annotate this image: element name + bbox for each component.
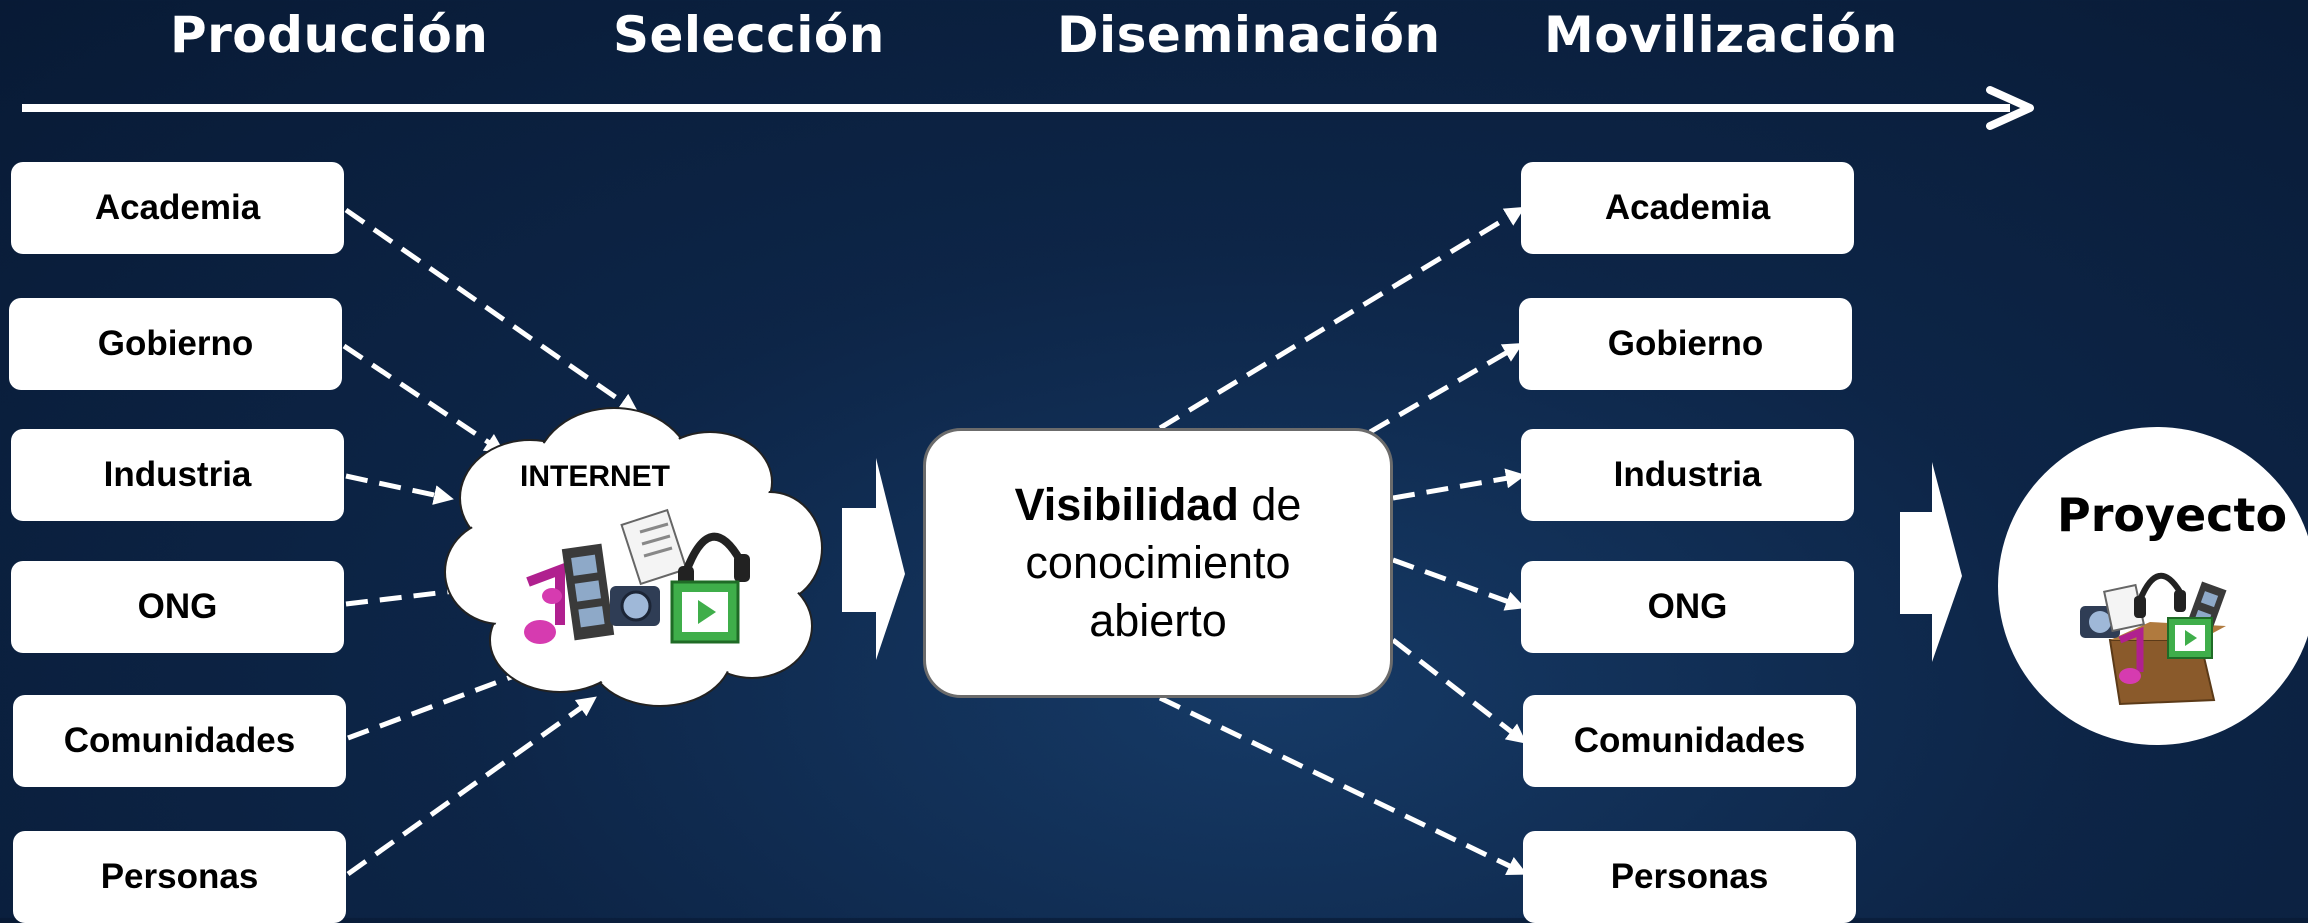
- music-note-icon: [524, 562, 565, 644]
- visibility-bold: Visibilidad: [1014, 479, 1239, 530]
- visibility-line3: abierto: [1089, 595, 1227, 646]
- left-box-comunidades: Comunidades: [13, 695, 346, 787]
- visibility-box: Visibilidad de conocimiento abierto: [923, 428, 1393, 698]
- right-box-personas: Personas: [1523, 831, 1856, 923]
- video-player-icon: [670, 580, 740, 644]
- phase-movilizacion: Movilización: [1544, 6, 1898, 64]
- right-box-industria: Industria: [1521, 429, 1854, 521]
- timeline-arrow: [22, 86, 2034, 130]
- right-dashed-arrows: [1158, 206, 1528, 875]
- left-box-industria: Industria: [11, 429, 344, 521]
- left-box-personas: Personas: [13, 831, 346, 923]
- left-box-academia: Academia: [11, 162, 344, 254]
- project-label: Proyecto: [2057, 488, 2288, 542]
- block-arrow-2: [1900, 462, 1962, 662]
- phase-produccion: Producción: [170, 6, 489, 64]
- right-box-ong: ONG: [1521, 561, 1854, 653]
- phase-seleccion: Selección: [613, 6, 885, 64]
- right-box-comunidades: Comunidades: [1523, 695, 1856, 787]
- visibility-rest: de: [1238, 479, 1302, 530]
- right-box-gobierno: Gobierno: [1519, 298, 1852, 390]
- project-circle: [1998, 427, 2308, 745]
- left-box-gobierno: Gobierno: [9, 298, 342, 390]
- block-arrow-1: [842, 458, 905, 660]
- camera-icon: [610, 586, 660, 626]
- right-box-academia: Academia: [1521, 162, 1854, 254]
- film-strip-icon: [561, 543, 615, 641]
- internet-label: INTERNET: [520, 460, 670, 493]
- left-box-ong: ONG: [11, 561, 344, 653]
- visibility-line2: conocimiento: [1025, 537, 1291, 588]
- phase-diseminacion: Diseminación: [1057, 6, 1441, 64]
- document-icon: [620, 508, 688, 586]
- visibility-line1: Visibilidad de: [1015, 476, 1302, 534]
